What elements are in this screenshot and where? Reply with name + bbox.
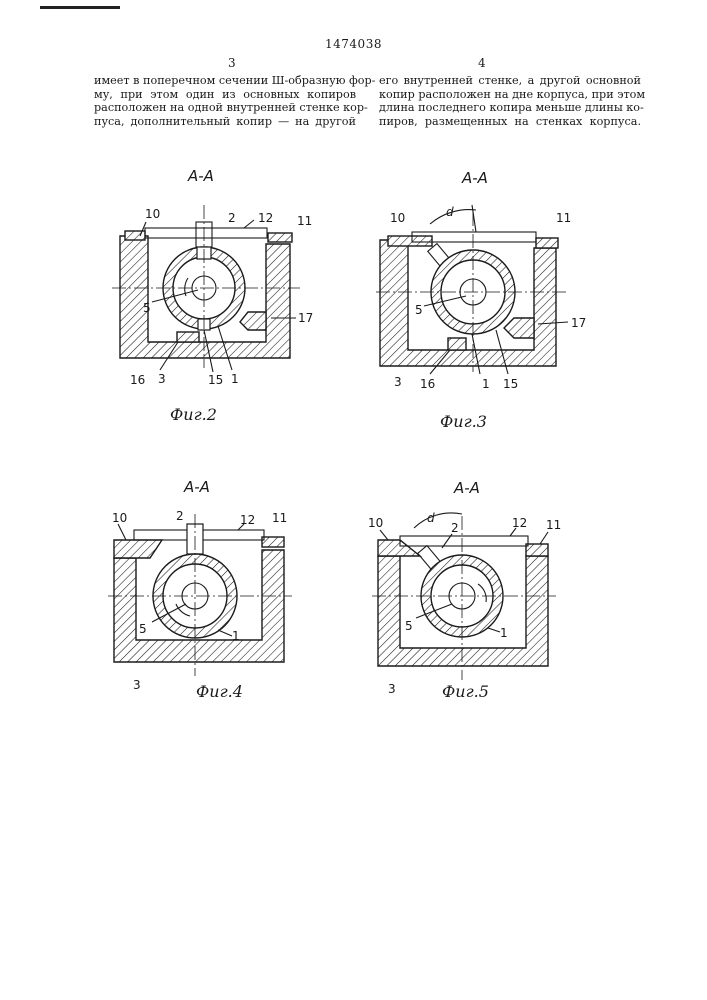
fig4-leader-1: [218, 630, 232, 636]
fig3-label-17: 17: [571, 316, 586, 330]
fig4-copier-11: [262, 537, 284, 547]
fig5-caption: Фиг.5: [442, 682, 489, 701]
fig3-label-d: d: [446, 205, 454, 219]
fig2-label-16: 16: [130, 373, 145, 387]
fig2-label-15: 15: [208, 373, 223, 387]
fig5-plate-12: [400, 536, 528, 546]
fig3-label-10: 10: [390, 211, 405, 225]
fig4-label-5: 5: [139, 622, 147, 636]
fig3-caption: Фиг.3: [440, 412, 487, 431]
fig2-label-2: 2: [228, 211, 236, 225]
fig4-label-1: 1: [232, 629, 240, 643]
fig2-copier-17: [240, 312, 266, 330]
fig5-copier-11: [526, 544, 548, 556]
figure-2: А-А 10 2 12 11 5 17 16 3 15 1 Фиг.2: [112, 167, 313, 424]
fig3-label-5: 5: [415, 303, 423, 317]
fig5-label-1: 1: [500, 626, 508, 640]
fig2-section-label: А-А: [187, 167, 214, 185]
fig5-label-2: 2: [451, 521, 459, 535]
fig2-label-12: 12: [258, 211, 273, 225]
fig4-label-2: 2: [176, 509, 184, 523]
fig2-caption: Фиг.2: [170, 405, 217, 424]
fig2-copier-16: [177, 332, 199, 342]
fig2-label-1: 1: [231, 372, 239, 386]
fig3-label-15: 15: [503, 377, 518, 391]
fig4-caption: Фиг.4: [196, 682, 243, 701]
figure-4: А-А 10 2 12 11 5 1 3 Фиг.4: [108, 478, 292, 701]
fig2-label-11: 11: [297, 214, 312, 228]
fig5-label-3: 3: [388, 682, 396, 696]
fig3-label-11: 11: [556, 211, 571, 225]
fig3-label-1: 1: [482, 377, 490, 391]
fig2-label-5: 5: [143, 301, 151, 315]
fig3-label-16: 16: [420, 377, 435, 391]
fig4-label-11: 11: [272, 511, 287, 525]
fig4-leader-10: [118, 524, 126, 540]
fig2-leader-12: [244, 220, 254, 228]
fig4-ring-inner: [163, 564, 227, 628]
fig5-section-label: А-А: [453, 479, 480, 497]
fig4-label-10: 10: [112, 511, 127, 525]
fig3-copier-10: [388, 236, 432, 246]
fig3-copier-17: [504, 318, 534, 338]
fig5-leader-11: [540, 532, 548, 544]
fig4-copier-10: [114, 540, 162, 558]
fig4-label-12: 12: [240, 513, 255, 527]
fig2-copier-11: [268, 233, 292, 242]
fig5-label-12: 12: [512, 516, 527, 530]
fig5-label-11: 11: [546, 518, 561, 532]
fig5-label-10: 10: [368, 516, 383, 530]
figure-5: А-А d 10 2 12 11 5 1 3 Фиг.5: [368, 479, 561, 701]
fig2-label-10: 10: [145, 207, 160, 221]
figure-3: А-А d 10 11 5 17 3 16 1 15 Фиг.3: [376, 169, 586, 431]
fig5-leader-10: [380, 530, 388, 540]
fig3-label-3: 3: [394, 375, 402, 389]
fig2-label-3: 3: [158, 372, 166, 386]
fig3-copier-11: [536, 238, 558, 248]
fig4-section-label: А-А: [183, 478, 210, 496]
fig3-copier-16: [448, 338, 466, 350]
fig5-label-5: 5: [405, 619, 413, 633]
fig5-leader-1: [488, 628, 500, 632]
fig4-label-3: 3: [133, 678, 141, 692]
fig3-section-label: А-А: [461, 169, 488, 187]
fig2-label-17: 17: [298, 311, 313, 325]
fig5-label-d: d: [427, 511, 435, 525]
fig2-plate-12: [145, 228, 267, 238]
fig5-copier-10: [378, 540, 420, 556]
